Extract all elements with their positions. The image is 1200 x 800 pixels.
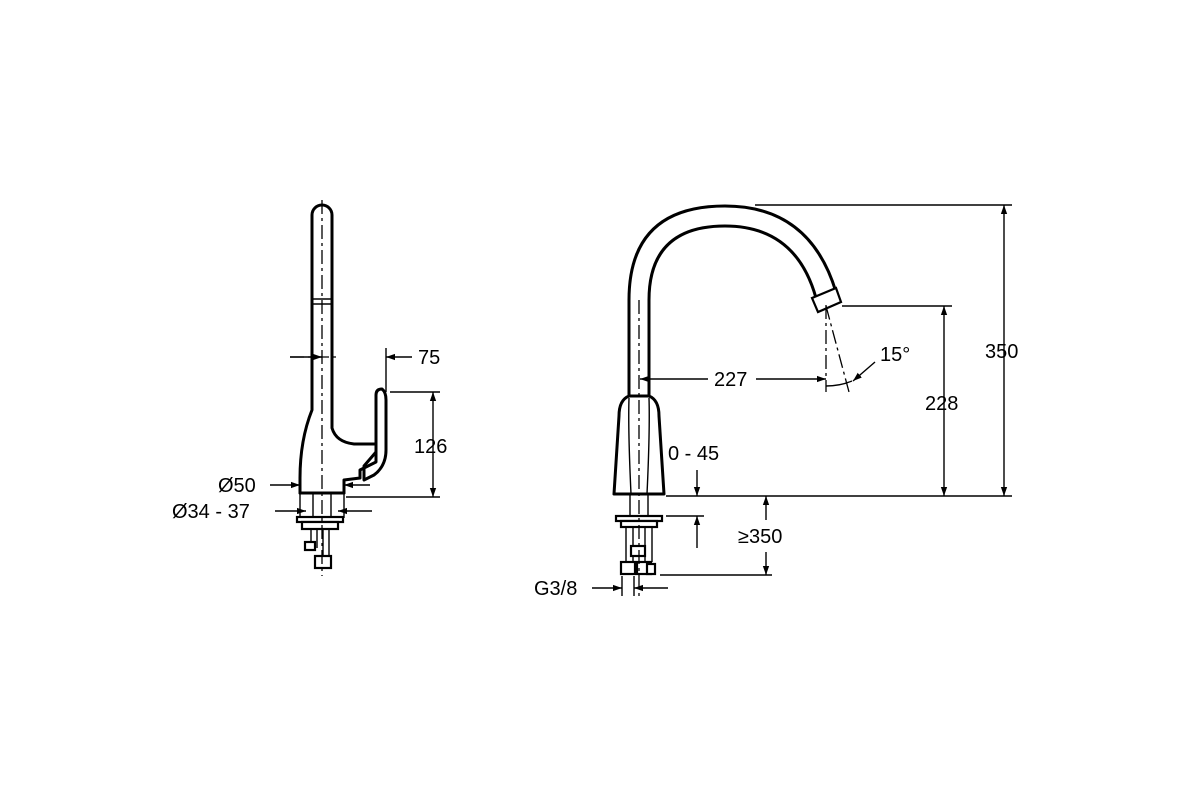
dim-hole-diameter: Ø34 - 37 bbox=[172, 501, 250, 523]
faucet-body-side bbox=[298, 203, 378, 495]
dim-hose-length: ≥350 bbox=[738, 526, 782, 548]
mounting-nut bbox=[300, 520, 340, 531]
faucet-body-front bbox=[612, 394, 666, 496]
body-detail bbox=[628, 397, 632, 495]
front-view: 227 15° 350 228 0 - 45 ≥350 G3/8 bbox=[534, 204, 1018, 600]
dim-lever-height: 126 bbox=[414, 436, 447, 458]
lever-handle bbox=[362, 387, 388, 482]
dim-arc-15 bbox=[825, 380, 853, 387]
body-detail bbox=[646, 397, 650, 495]
hose-fitting bbox=[303, 540, 317, 552]
dim-rotation-range: 0 - 45 bbox=[668, 443, 719, 465]
gooseneck-spout bbox=[627, 204, 838, 398]
hose-fitting bbox=[313, 554, 333, 570]
dim-base-diameter: Ø50 bbox=[218, 475, 256, 497]
dim-thread: G3/8 bbox=[534, 578, 577, 600]
spout-aerator bbox=[810, 286, 843, 314]
dim-spout-height: 228 bbox=[925, 393, 958, 415]
dim-arc-15 bbox=[852, 361, 876, 382]
gooseneck-spout bbox=[647, 224, 818, 398]
dim-swivel-angle: 15° bbox=[880, 344, 910, 366]
hose-fitting bbox=[645, 562, 657, 576]
spray-angle-line bbox=[825, 305, 850, 393]
dim-reach: 227 bbox=[714, 369, 747, 391]
hose-fitting bbox=[629, 544, 647, 558]
hose-fitting bbox=[619, 560, 637, 576]
side-view: 75 126 Ø50 Ø34 - 37 bbox=[172, 200, 447, 576]
dim-total-height: 350 bbox=[985, 341, 1018, 363]
dim-spout-offset: 75 bbox=[418, 347, 440, 369]
